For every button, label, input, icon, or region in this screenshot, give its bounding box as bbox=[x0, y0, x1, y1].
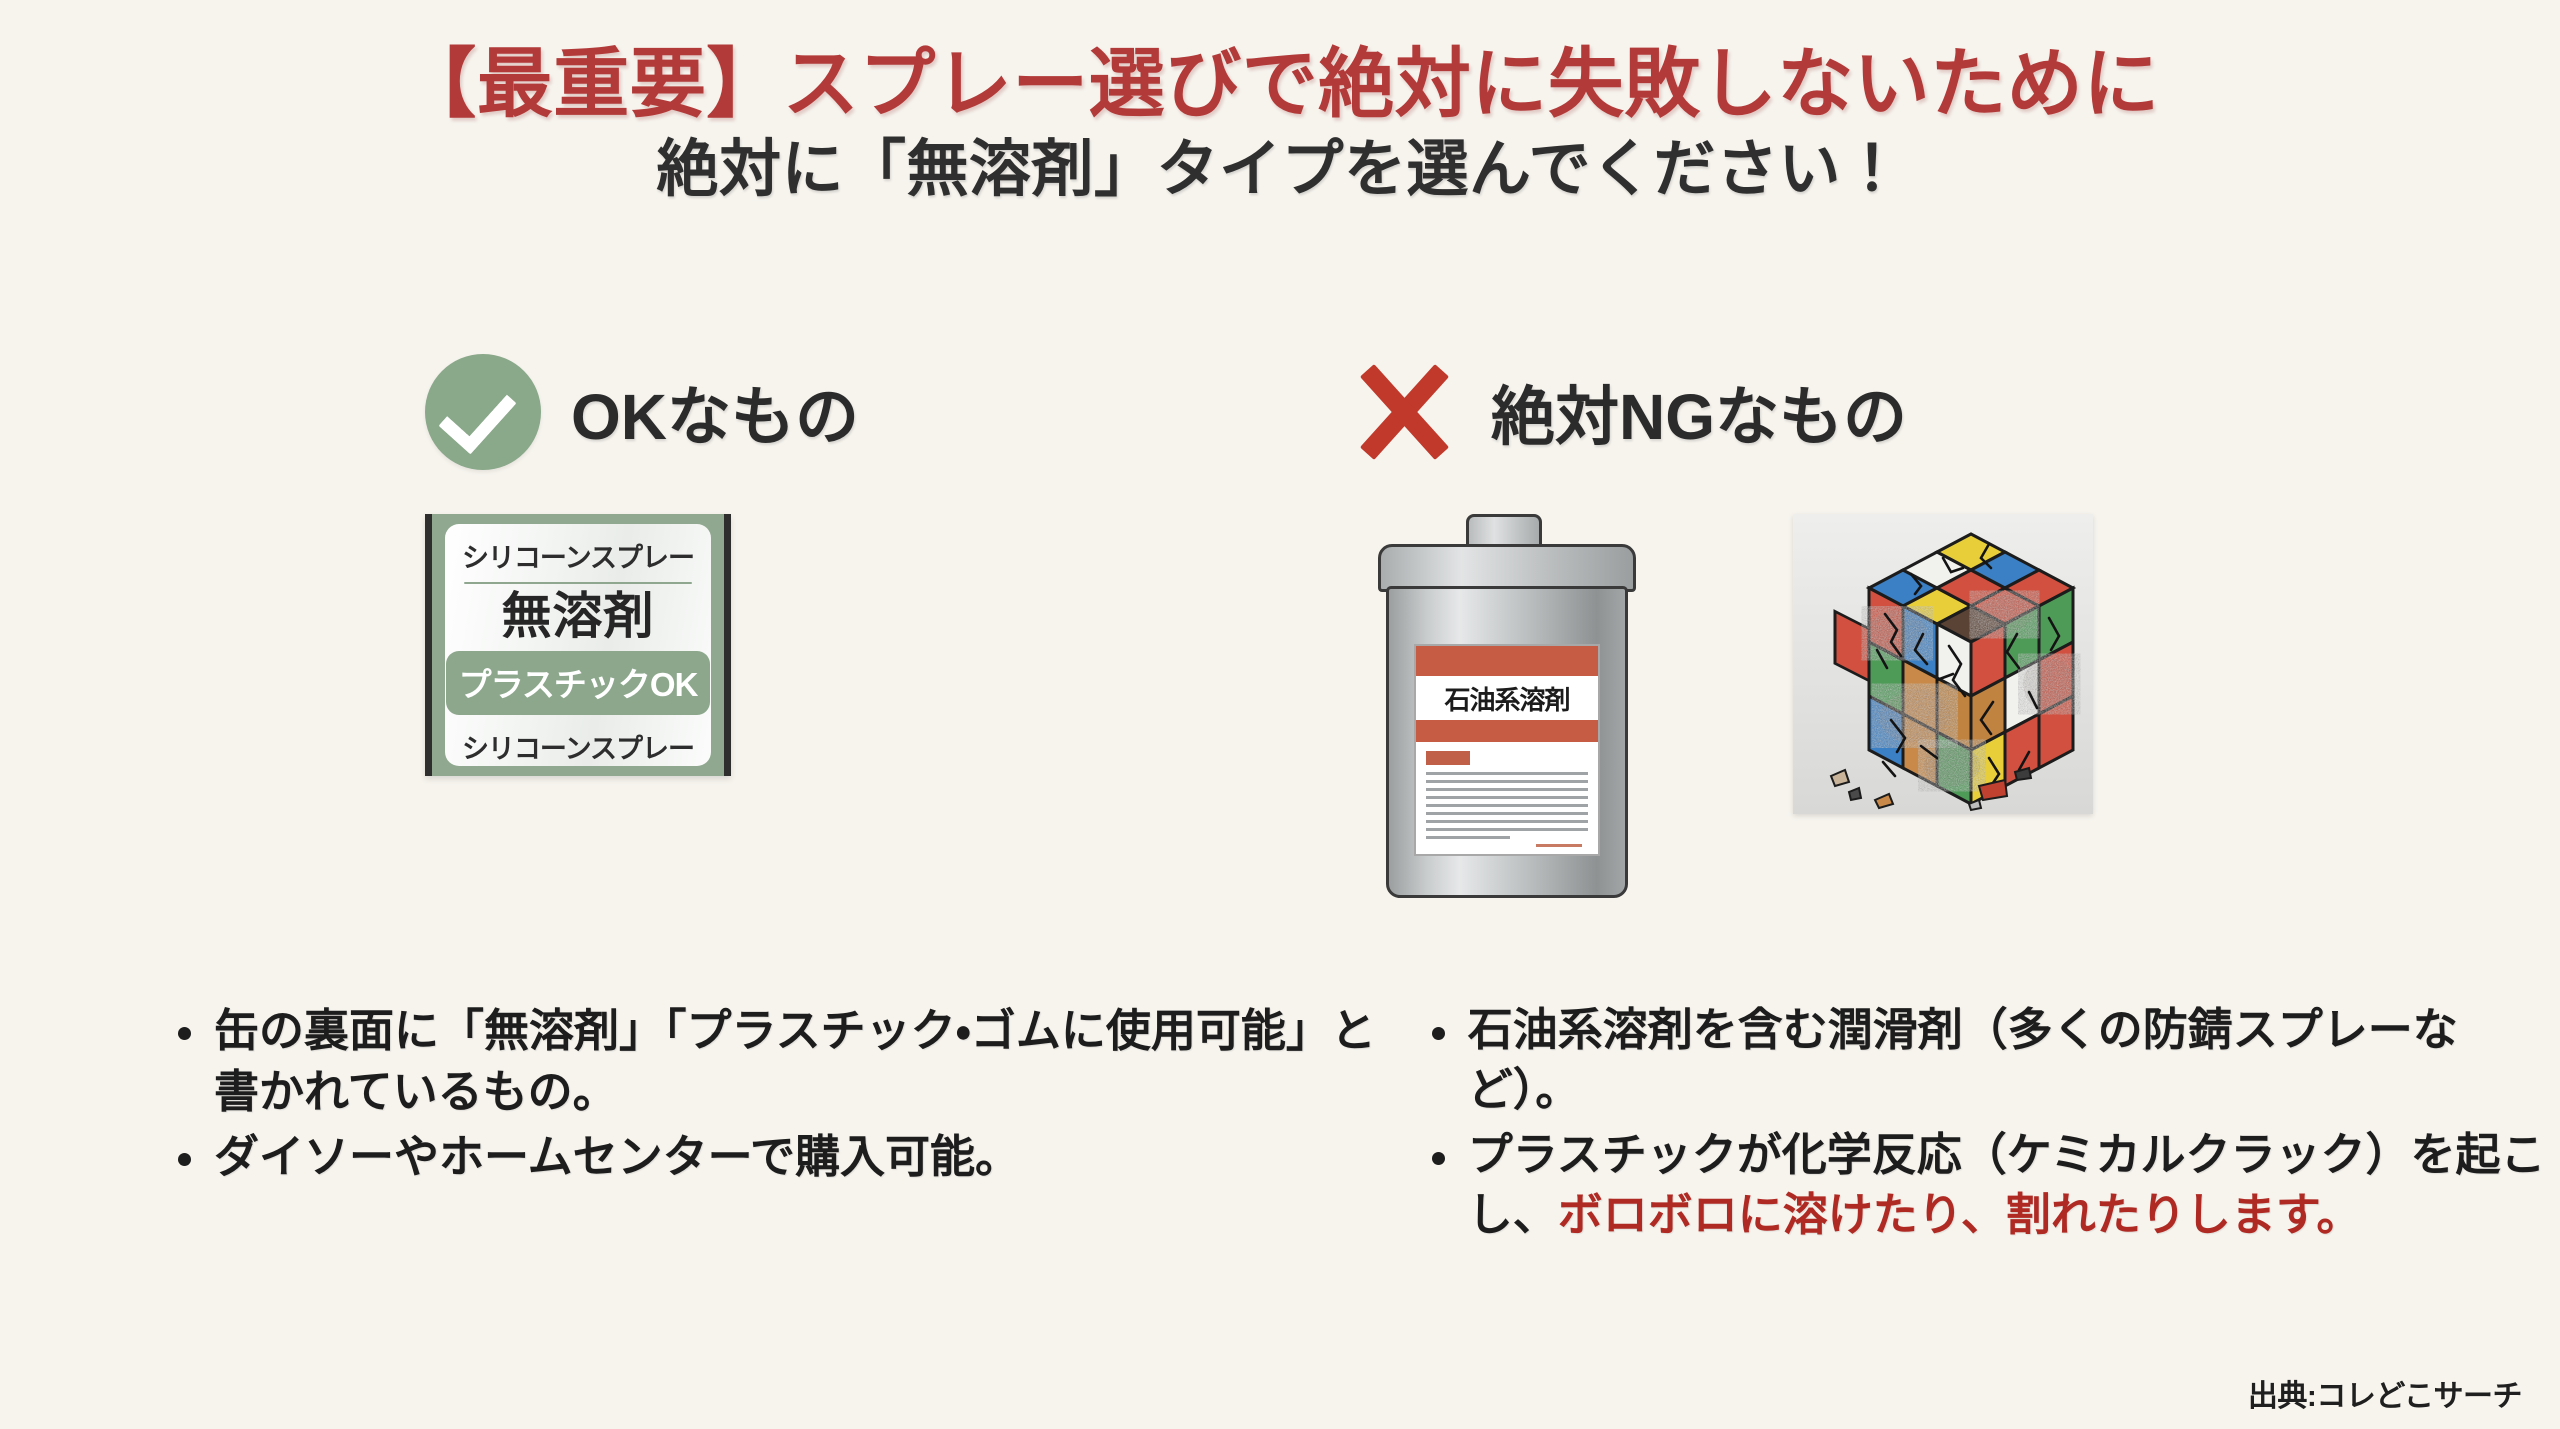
cracked-rubiks-cube-photo bbox=[1793, 514, 2093, 814]
ok-column: OKなもの シリコーンスプレー 無溶剤 プラスチックOK シリコーンスプレー bbox=[0, 352, 1330, 924]
can-divider bbox=[464, 582, 692, 584]
list-item: 缶の裏面に「無溶剤」「プラスチック・ゴムに使用可能」と書かれているもの。 bbox=[170, 1000, 1399, 1122]
source-attribution: 出典:コレどこサーチ bbox=[2247, 1380, 2523, 1413]
label-text-lines bbox=[1416, 772, 1598, 847]
can-main-text: 無溶剤 bbox=[501, 587, 655, 644]
can-shoulder bbox=[1378, 544, 1636, 592]
ng-bullet-column: 石油系溶剤を含む潤滑剤（多くの防錆スプレーなど）。 プラスチックが化学反応（ケミ… bbox=[1399, 1000, 2560, 1249]
spray-can-label: シリコーンスプレー 無溶剤 プラスチックOK シリコーンスプレー bbox=[445, 524, 711, 766]
ng-figures: 石油系溶剤 bbox=[1345, 514, 2560, 924]
comparison-columns: OKなもの シリコーンスプレー 無溶剤 プラスチックOK シリコーンスプレー 絶… bbox=[0, 352, 2560, 924]
ng-column: 絶対NGなもの 石油系溶剤 bbox=[1330, 352, 2560, 924]
list-item: ダイソーやホームセンターで購入可能。 bbox=[170, 1126, 1399, 1187]
list-item-text: 石油系溶剤を含む潤滑剤（多くの防錆スプレーなど）。 bbox=[1467, 1004, 2458, 1116]
can-front-label: 石油系溶剤 bbox=[1414, 644, 1600, 856]
can-bottom-text: シリコーンスプレー bbox=[461, 734, 695, 764]
check-circle-icon bbox=[425, 354, 541, 470]
ok-section-label: OKなもの bbox=[571, 381, 859, 453]
label-title-row: 石油系溶剤 bbox=[1416, 676, 1598, 720]
ng-bullet-list: 石油系溶剤を含む潤滑剤（多くの防錆スプレーなど）。 プラスチックが化学反応（ケミ… bbox=[1424, 1000, 2560, 1245]
cross-mark-icon bbox=[1345, 354, 1461, 470]
page-header: 【最重要】スプレー選びで絶対に失敗しないために 絶対に「無溶剤」タイプを選んでく… bbox=[0, 0, 2560, 208]
ng-section-label: 絶対NGなもの bbox=[1491, 381, 1907, 453]
bullet-lists: 缶の裏面に「無溶剤」「プラスチック・ゴムに使用可能」と書かれているもの。 ダイソ… bbox=[0, 1000, 2560, 1249]
label-band-bottom bbox=[1416, 720, 1598, 742]
petroleum-solvent-can-illustration: 石油系溶剤 bbox=[1370, 514, 1645, 924]
list-item: 石油系溶剤を含む潤滑剤（多くの防錆スプレーなど）。 bbox=[1424, 1000, 2560, 1121]
can-plastic-ok-badge: プラスチックOK bbox=[445, 651, 711, 715]
label-chip bbox=[1426, 751, 1470, 765]
oil-label-title: 石油系溶剤 bbox=[1444, 684, 1570, 715]
ok-figures: シリコーンスプレー 無溶剤 プラスチックOK シリコーンスプレー bbox=[150, 514, 1330, 776]
page-subtitle: 絶対に「無溶剤」タイプを選んでください！ bbox=[656, 135, 1904, 205]
ok-bullet-column: 缶の裏面に「無溶剤」「プラスチック・ゴムに使用可能」と書かれているもの。 ダイソ… bbox=[0, 1000, 1399, 1249]
list-item-highlight: ボロボロに溶けたり、割れたりします。 bbox=[1557, 1188, 2362, 1240]
list-item-text: プラスチックが化学反応（ケミカルクラック）を起こし、 bbox=[1467, 1128, 2546, 1240]
page-title: 【最重要】スプレー選びで絶対に失敗しないために bbox=[400, 42, 2160, 127]
list-item: プラスチックが化学反応（ケミカルクラック）を起こし、ボロボロに溶けたり、割れたり… bbox=[1424, 1125, 2560, 1246]
silicone-spray-can-illustration: シリコーンスプレー 無溶剤 プラスチックOK シリコーンスプレー bbox=[425, 514, 731, 776]
label-band-top bbox=[1416, 646, 1598, 676]
ok-bullet-list: 缶の裏面に「無溶剤」「プラスチック・ゴムに使用可能」と書かれているもの。 ダイソ… bbox=[170, 1000, 1399, 1188]
can-top-text: シリコーンスプレー bbox=[461, 543, 695, 573]
ng-section-heading: 絶対NGなもの bbox=[1345, 352, 2560, 472]
ok-section-heading: OKなもの bbox=[150, 352, 1330, 472]
